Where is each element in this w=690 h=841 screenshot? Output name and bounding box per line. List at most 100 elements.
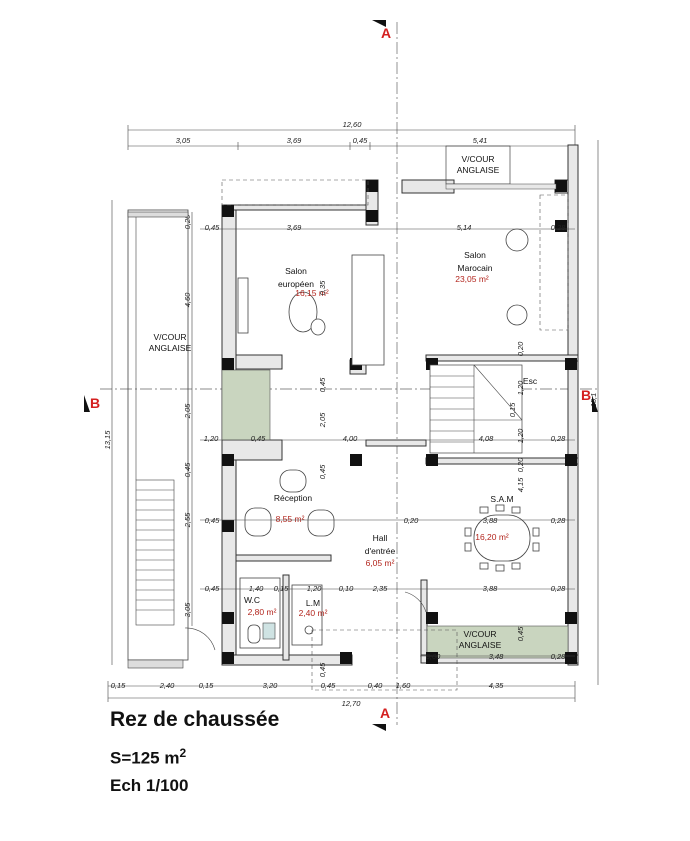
dimension-label-49: 0,28 bbox=[551, 223, 566, 232]
dimension-label-85: B bbox=[581, 387, 591, 403]
sam-label: S.A.M bbox=[490, 494, 513, 504]
dim-top-2: 3,69 bbox=[287, 136, 302, 145]
courtyard-bottom-right-fill bbox=[426, 625, 569, 659]
dim-bottom-1: 0,15 bbox=[111, 681, 126, 690]
dining-table bbox=[464, 504, 540, 572]
lm-label: L.M bbox=[306, 598, 320, 608]
dimension-label-46: 0,45 bbox=[205, 223, 220, 232]
dimension-chain-top: 12,60 3,05 3,69 0,45 5,41 bbox=[127, 120, 576, 150]
dim-bottom-8: 4,35 bbox=[489, 681, 504, 690]
dim-bottom-2: 2,40 bbox=[159, 681, 175, 690]
dim-left-1: 0,20 bbox=[183, 214, 192, 229]
dimension-label-77: 1,20 bbox=[516, 428, 525, 443]
scale-label: Ech 1/100 bbox=[110, 776, 189, 795]
dimension-label-64: 2,35 bbox=[372, 584, 388, 593]
entrance-outline bbox=[311, 629, 458, 691]
dimension-label-68: 3,48 bbox=[489, 652, 504, 661]
dim-bottom-4: 3,20 bbox=[263, 681, 278, 690]
staircase: Esc bbox=[429, 364, 538, 454]
dimension-label-84: B bbox=[90, 395, 100, 411]
dimension-label-75: 1,20 bbox=[516, 380, 525, 395]
dim-left-5: 2,55 bbox=[183, 512, 192, 528]
dimension-label-71: 0,45 bbox=[318, 377, 327, 392]
dimension-label-82: A bbox=[381, 25, 391, 41]
section-marker-b-right: B bbox=[581, 387, 598, 412]
dimension-label-60: 1,40 bbox=[249, 584, 264, 593]
salon-ma-area: 23,05 m² bbox=[455, 274, 489, 284]
dimension-label-57: 3,88 bbox=[483, 516, 498, 525]
reception-label: Réception bbox=[274, 493, 313, 503]
vcour-br-label-2: ANGLAISE bbox=[459, 640, 502, 650]
dim-left-2: 4,60 bbox=[183, 292, 192, 307]
window-outline bbox=[221, 179, 369, 206]
dimension-label-70: 0,35 bbox=[318, 280, 327, 295]
dimension-label-69: 0,28 bbox=[551, 652, 566, 661]
salon-ma-label-1: Salon bbox=[464, 250, 486, 260]
dimension-label-66: 0,28 bbox=[551, 584, 566, 593]
surface-exponent: 2 bbox=[179, 746, 187, 760]
dimension-label-65: 3,88 bbox=[483, 584, 498, 593]
dimension-chain-bottom: 0,15 2,40 0,15 3,20 0,45 0,40 1,60 4,35 … bbox=[107, 681, 576, 708]
vcour-left-label-1: V/COUR bbox=[153, 332, 186, 342]
section-marker-b-left: B bbox=[84, 395, 100, 412]
wc-fixtures bbox=[239, 577, 323, 649]
dim-left-total: 13,15 bbox=[103, 430, 112, 450]
dim-bottom-5: 0,45 bbox=[321, 681, 336, 690]
dimension-label-47: 3,69 bbox=[287, 223, 302, 232]
dimension-label-58: 0,28 bbox=[551, 516, 566, 525]
dim-top-total: 12,60 bbox=[343, 120, 363, 129]
hall-label-2: d'entrée bbox=[365, 546, 396, 556]
dimension-label-72: 2,05 bbox=[318, 412, 327, 428]
bottom-right-courtyard: V/COUR ANGLAISE bbox=[459, 629, 502, 650]
dim-left-3: 2,05 bbox=[183, 403, 192, 419]
lm-area: 2,40 m² bbox=[299, 608, 328, 618]
top-courtyard: V/COUR ANGLAISE bbox=[445, 145, 557, 190]
vcour-left-label-2: ANGLAISE bbox=[149, 343, 192, 353]
salon-eu-area: 16,15 m² bbox=[295, 288, 329, 298]
dimension-label-78: 4,15 bbox=[516, 477, 525, 492]
dim-bottom-total: 12,70 bbox=[342, 699, 362, 708]
vcour-top-label-2: ANGLAISE bbox=[457, 165, 500, 175]
wc-area: 2,80 m² bbox=[248, 607, 277, 617]
dim-bottom-7: 1,60 bbox=[396, 681, 411, 690]
hall-area: 6,05 m² bbox=[366, 558, 395, 568]
dimension-label-52: 4,00 bbox=[343, 434, 358, 443]
room-labels: Salon européen 16,15 m² Salon Marocain 2… bbox=[244, 250, 514, 618]
dimension-label-48: 5,14 bbox=[457, 223, 472, 232]
salon-eu-label-2: européen bbox=[278, 279, 314, 289]
dim-bottom-3: 0,15 bbox=[199, 681, 214, 690]
esc-label: Esc bbox=[523, 376, 538, 386]
dim-top-3: 0,45 bbox=[353, 136, 368, 145]
dimension-label-73: 0,45 bbox=[318, 464, 327, 479]
dimension-chain-left: 13,15 0,20 4,60 2,05 0,45 2,55 3,05 bbox=[103, 200, 193, 665]
vcour-top-label-1: V/COUR bbox=[461, 154, 494, 164]
plan-title: Rez de chaussée bbox=[110, 708, 280, 731]
dimension-label-83: A bbox=[380, 705, 390, 721]
wc-label: W.C bbox=[244, 595, 260, 605]
dim-left-6: 3,05 bbox=[183, 602, 192, 617]
salon-europeen-furniture bbox=[237, 254, 385, 366]
salon-marocain-furniture bbox=[505, 194, 569, 331]
sam-area: 16,20 m² bbox=[475, 532, 509, 542]
dimension-label-62: 1,20 bbox=[307, 584, 322, 593]
dimension-label-79: 0,20 bbox=[516, 457, 525, 472]
reception-furniture bbox=[244, 469, 335, 537]
dimension-label-54: 0,28 bbox=[551, 434, 566, 443]
dimension-label-76: 0,15 bbox=[508, 402, 517, 417]
surface-value: S=125 m bbox=[110, 748, 180, 768]
dim-left-4: 0,45 bbox=[183, 462, 192, 477]
door-swing bbox=[404, 591, 427, 613]
dim-bottom-6: 0,40 bbox=[368, 681, 383, 690]
section-marker-a-top: A bbox=[372, 20, 391, 41]
salon-ma-label-2: Marocain bbox=[458, 263, 493, 273]
dimension-label-80: 0,45 bbox=[516, 626, 525, 641]
door-swing-left bbox=[184, 627, 216, 651]
dim-top-1: 3,05 bbox=[176, 136, 191, 145]
dimension-label-55: 0,45 bbox=[205, 516, 220, 525]
dimension-label-61: 0,15 bbox=[274, 584, 289, 593]
dimension-label-81: 0,45 bbox=[318, 662, 327, 677]
planter-patio bbox=[221, 369, 271, 441]
reception-area: 8,55 m² bbox=[276, 514, 305, 524]
dimension-label-67: 0,60 bbox=[426, 652, 441, 661]
